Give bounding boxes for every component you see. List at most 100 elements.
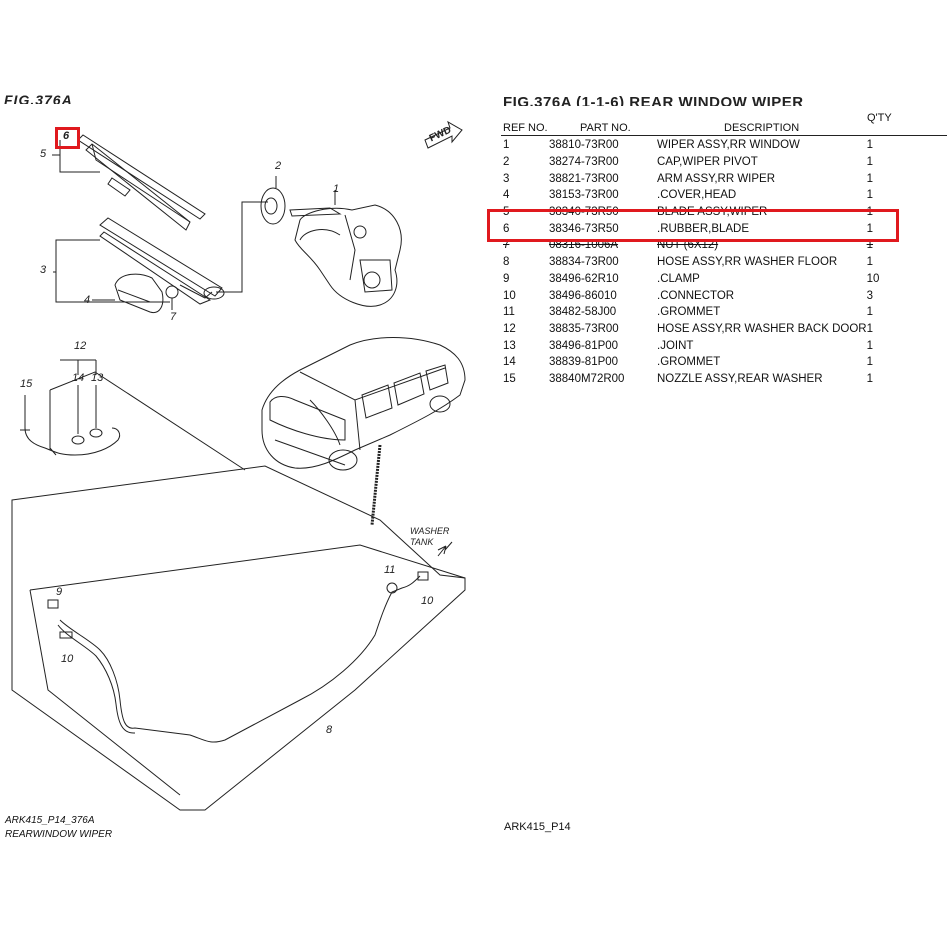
callout-10-right: 10 (421, 595, 434, 607)
wiper-motor-drawing (289, 190, 402, 307)
part-no-cell: 08316-1006A (549, 239, 619, 252)
floor-hose-drawing (59, 575, 421, 743)
description-cell: .GROMMET (657, 306, 721, 319)
qty-cell: 1 (866, 372, 874, 385)
fwd-arrow-drawing (424, 120, 463, 149)
qty-cell: 1 (866, 206, 874, 219)
footer-left-caption: REARWINDOW WIPER (5, 829, 113, 840)
part-no-cell: 38821-73R00 (549, 172, 619, 185)
table-row: 2 38274-73R00 CAP,WIPER PIVOT 1 (503, 154, 927, 171)
description-cell: .CLAMP (657, 272, 700, 285)
ref-cell: 6 (503, 222, 510, 235)
part-no-cell: 38496-81P00 (549, 339, 619, 352)
callout-3: 3 (40, 264, 47, 276)
part-no-cell: 38835-73R00 (549, 322, 619, 335)
table-row: 8 38834-73R00 HOSE ASSY,RR WASHER FLOOR 1 (503, 254, 927, 271)
figure-title-right: FIG.376A (1-1-6) REAR WINDOW WIPER (503, 94, 804, 106)
qty-cell: 1 (866, 172, 874, 185)
part-no-cell: 38840M72R00 (549, 372, 625, 385)
table-row: 3 38821-73R00 ARM ASSY,RR WIPER 1 (503, 170, 927, 187)
wiper-blade-drawing (77, 134, 206, 231)
highlight-row-6 (487, 209, 899, 242)
qty-cell: 1 (866, 239, 874, 252)
table-row: 7 08316-1006A NUT (6X12) 1 (503, 237, 927, 254)
qty-cell: 1 (866, 356, 874, 369)
ref-cell: 7 (503, 239, 510, 252)
ref-cell: 2 (503, 156, 510, 169)
qty-cell: 1 (866, 306, 874, 319)
ref-cell: 12 (503, 322, 516, 335)
header-rule (501, 135, 947, 136)
ref-cell: 15 (503, 372, 516, 385)
wiper-arm-drawing (99, 217, 225, 305)
part-header: PART NO. (580, 122, 631, 134)
desc-header: DESCRIPTION (724, 122, 800, 134)
part-no-cell: 38496-86010 (549, 289, 617, 302)
table-row: 15 38840M72R00 NOZZLE ASSY,REAR WASHER 1 (503, 371, 927, 388)
callout-2: 2 (275, 160, 282, 172)
footer-left-code: ARK415_P14_376A (5, 815, 95, 826)
description-cell: .RUBBER,BLADE (657, 222, 750, 235)
callout-10-left: 10 (61, 653, 74, 665)
callout-1: 1 (333, 183, 340, 195)
part-no-cell: 38810-73R00 (549, 139, 619, 152)
description-cell: NUT (6X12) (657, 239, 719, 252)
callout-8: 8 (326, 724, 333, 736)
qty-cell: 1 (866, 189, 874, 202)
ref-cell: 3 (503, 172, 510, 185)
callout-11: 11 (384, 564, 396, 576)
description-cell: HOSE ASSY,RR WASHER FLOOR (657, 256, 838, 269)
callout-15: 15 (20, 378, 33, 390)
callout-7: 7 (170, 311, 177, 323)
ref-cell: 4 (503, 189, 510, 202)
qty-cell: 1 (866, 222, 874, 235)
table-row: 1 38810-73R00 WIPER ASSY,RR WINDOW 1 (503, 137, 927, 154)
description-cell: .JOINT (657, 339, 694, 352)
part-no-cell: 38496-62R10 (549, 272, 619, 285)
qty-cell: 1 (866, 322, 874, 335)
pivot-cap-drawing (260, 176, 286, 225)
description-cell: WIPER ASSY,RR WINDOW (657, 139, 800, 152)
qty-cell: 10 (866, 272, 880, 285)
description-cell: CAP,WIPER PIVOT (657, 156, 758, 169)
callout-12: 12 (74, 340, 87, 352)
qty-cell: 1 (866, 139, 874, 152)
part-no-cell: 38834-73R00 (549, 256, 619, 269)
ref-cell: 10 (503, 289, 516, 302)
description-cell: .COVER,HEAD (657, 189, 737, 202)
table-row: 11 38482-58J00 .GROMMET 1 (503, 304, 927, 321)
part-no-cell: 38153-73R00 (549, 189, 619, 202)
figure-title-left: FIG.376A (4, 92, 73, 104)
callout-4: 4 (84, 294, 91, 306)
ref-cell: 1 (503, 139, 510, 152)
table-row: 10 38496-86010 .CONNECTOR 3 (503, 287, 927, 304)
highlight-callout-6 (55, 127, 80, 149)
qty-cell: 3 (866, 289, 874, 302)
ref-cell: 11 (503, 306, 515, 319)
table-row: 14 38839-81P00 .GROMMET 1 (503, 354, 927, 371)
callout-14: 14 (72, 372, 85, 384)
part-no-cell: 38274-73R00 (549, 156, 619, 169)
callout-13: 13 (91, 372, 104, 384)
description-cell: ARM ASSY,RR WIPER (657, 172, 776, 185)
description-cell: NOZZLE ASSY,REAR WASHER (657, 372, 823, 385)
part-no-cell: 38839-81P00 (549, 356, 619, 369)
ref-cell: 9 (503, 272, 510, 285)
description-cell: .CONNECTOR (657, 289, 735, 302)
ref-header: REF NO. (503, 122, 548, 134)
qty-cell: 1 (866, 156, 874, 169)
description-cell: .GROMMET (657, 356, 721, 369)
qty-cell: 1 (866, 256, 874, 269)
footer-right: ARK415_P14 (504, 821, 571, 833)
part-no-cell: 38482-58J00 (549, 306, 617, 319)
ref-cell: 8 (503, 256, 510, 269)
callout-5: 5 (40, 148, 47, 160)
washer-tank-label: WASHER TANK (410, 526, 450, 547)
qty-header: Q'TY (867, 112, 892, 124)
car-drawing (261, 337, 466, 471)
ref-cell: 14 (503, 356, 516, 369)
